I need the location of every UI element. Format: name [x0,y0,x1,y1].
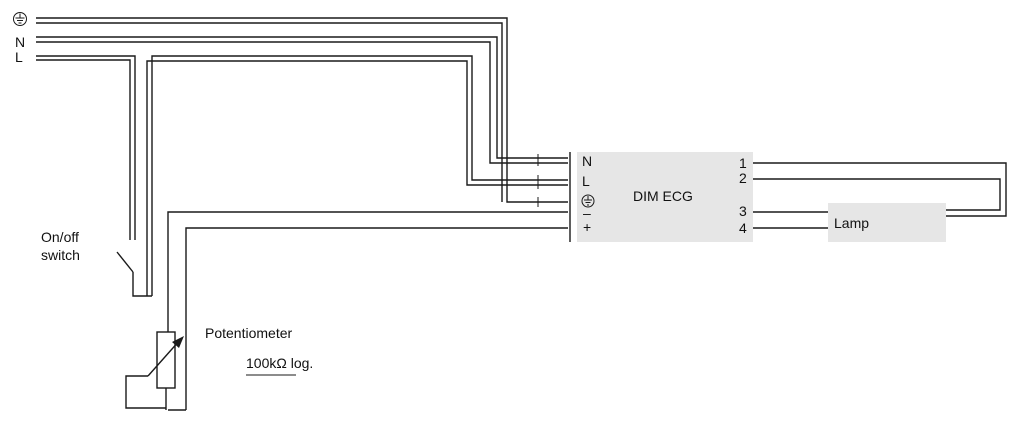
supply-l-label: L [15,49,23,65]
line-wire [36,55,136,240]
switched-line-wire-inner [146,60,568,296]
ecg-terminal-2: 2 [739,170,747,186]
switch-lower-lead [132,272,152,297]
switch-label-line2: switch [41,247,80,263]
potentiometer-body [156,331,176,389]
control-plus-wire [185,227,568,410]
supply-n-label: N [15,34,25,50]
ecg-terminal-earth-icon [581,194,595,208]
lamp-label: Lamp [834,215,869,231]
ecg-box [577,152,753,242]
control-minus-wire [167,211,568,332]
neutral-wire [36,36,568,159]
neutral-wire-inner [36,41,568,164]
switch-contact-icon [116,251,134,273]
potentiometer-wiper-arrow [147,339,181,377]
potentiometer-value: 100kΩ log. [246,355,313,371]
switch-label-line1: On/off [41,229,79,245]
ecg-terminal-n: N [582,153,592,169]
ecg-terminal-4: 4 [739,220,747,236]
earth-symbol-icon [13,12,27,26]
potentiometer-wiper-lead [125,375,166,409]
earth-wire [36,17,568,203]
ecg-terminal-3: 3 [739,203,747,219]
switched-line-wire [151,55,568,296]
earth-wire-return [36,22,503,202]
ecg-terminal-1: 1 [739,155,747,171]
ecg-terminal-plus: + [583,219,591,235]
lamp-box [828,203,946,242]
ecg-terminal-l: L [582,173,590,189]
ecg-terminal-minus: – [583,205,591,221]
output-1-wire [753,162,1007,217]
potentiometer-arrowhead-icon [172,336,184,348]
line-wire-inner [36,59,131,240]
potentiometer-title: Potentiometer [205,325,292,341]
output-2-wire [753,178,1001,211]
ecg-name: DIM ECG [633,188,693,204]
